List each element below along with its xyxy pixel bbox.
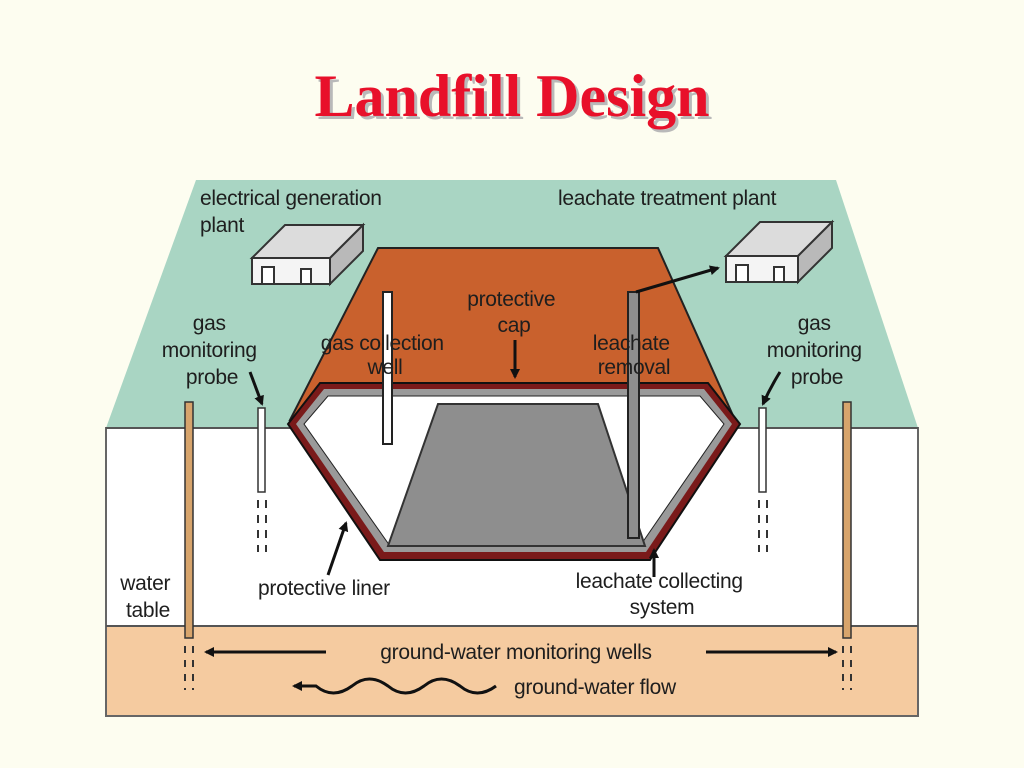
arrow-gas-probe-left — [248, 371, 264, 406]
gas-monitoring-probe-right — [758, 407, 768, 552]
arrow-protective-liner — [326, 521, 349, 576]
label-gas-probe-right: gas monitoring probe — [767, 312, 868, 389]
label-gw-monitoring-wells: ground-water monitoring wells — [380, 641, 651, 664]
groundwater-well-left — [184, 401, 194, 690]
gas-monitoring-probe-left — [257, 407, 267, 552]
groundwater-flow-wave — [292, 677, 497, 695]
leachate-plant-building — [723, 219, 835, 285]
groundwater-well-right — [842, 401, 852, 690]
gas-collection-well-pipe — [382, 291, 393, 445]
label-protective-liner: protective liner — [258, 577, 390, 600]
label-leachate-removal: leachate removal — [593, 332, 676, 379]
label-water-table: water table — [119, 572, 175, 622]
leachate-removal-pipe — [627, 291, 640, 539]
label-leachate-plant: leachate treatment plant — [558, 187, 777, 210]
label-gas-collection-well: gas collection well — [321, 332, 450, 379]
waste-mass — [386, 403, 647, 547]
label-leachate-collecting: leachate collecting system — [576, 570, 749, 619]
arrow-leachate-plant — [635, 265, 720, 294]
label-gw-flow: ground-water flow — [514, 676, 677, 699]
arrow-gas-probe-right — [761, 371, 782, 406]
label-gas-probe-left: gas monitoring probe — [162, 312, 263, 389]
label-electrical-plant: electrical generation plant — [200, 187, 387, 237]
slide-title: Landfill Design — [314, 63, 710, 129]
label-protective-cap: protective cap — [467, 288, 561, 337]
groundwater-zone — [106, 626, 918, 716]
electrical-plant-building — [249, 222, 366, 287]
